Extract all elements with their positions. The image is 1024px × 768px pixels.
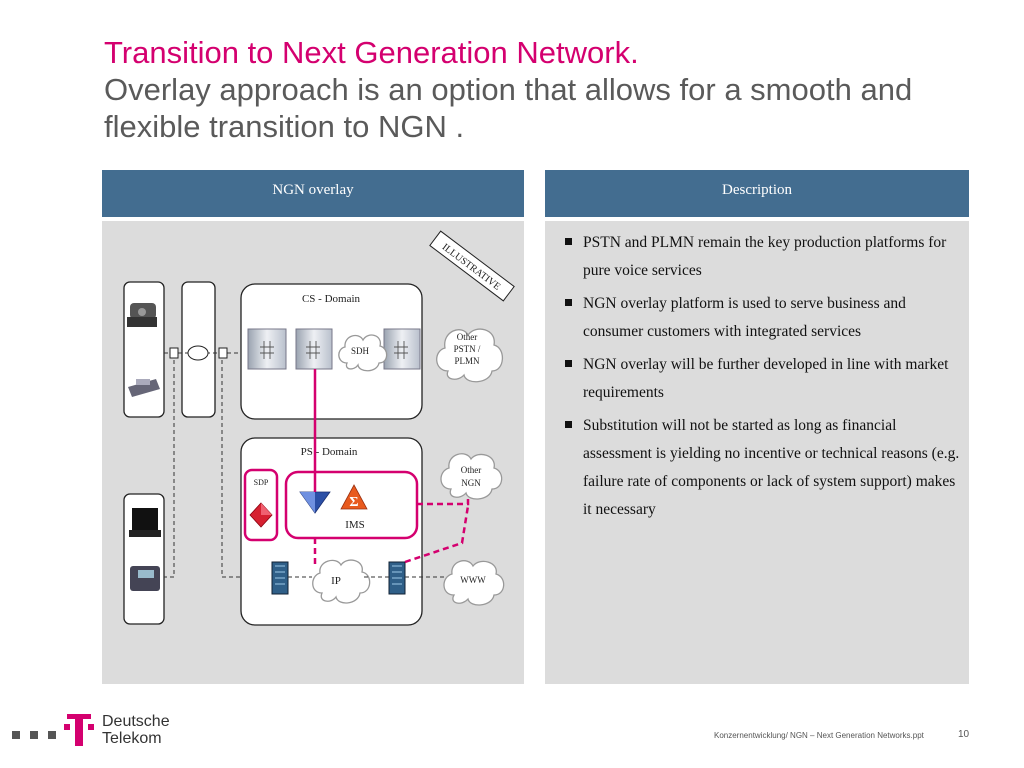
other-pstn-label-1: Other [457, 332, 478, 342]
illustrative-label: ILLUSTRATIVE [440, 242, 503, 293]
ngn-overlay-diagram: ILLUSTRATIVE CS - Domain [123, 230, 515, 626]
bullet-item: Substitution will not be started as long… [563, 412, 963, 524]
cs-switch-3 [383, 328, 421, 370]
brand-dots [12, 726, 66, 744]
ip-phone-icon [130, 566, 160, 591]
illustrative-stamp: ILLUSTRATIVE [429, 230, 515, 302]
title-line-1: Transition to Next Generation Network. [104, 35, 639, 70]
ims-label: IMS [345, 519, 365, 531]
svg-text:Σ: Σ [349, 495, 358, 510]
desk-phone-icon [128, 379, 160, 397]
sdh-label: SDH [351, 346, 370, 356]
footer-note: Konzernentwicklung/ NGN – Next Generatio… [714, 731, 924, 740]
access-connectors [169, 345, 228, 361]
legacy-terminal-box [123, 281, 165, 418]
brand-line-1: Deutsche [102, 713, 170, 730]
ps-domain-label: PS - Domain [301, 446, 358, 458]
other-ngn-label-2: NGN [461, 478, 481, 488]
computer-icon [129, 508, 161, 537]
telekom-t-logo [64, 714, 94, 746]
page-number: 10 [958, 729, 970, 740]
other-pstn-cloud-icon: Other PSTN / PLMN [436, 328, 504, 383]
router-left-icon [271, 561, 289, 595]
other-ngn-cloud-icon: Other NGN [440, 453, 503, 500]
description-header: Description [545, 170, 969, 217]
sdp-box [243, 468, 279, 542]
slide-title: Transition to Next Generation Network. O… [104, 34, 1004, 145]
brand-line-2: Telekom [102, 730, 162, 747]
legacy-phone-icon [127, 303, 157, 327]
cs-switch-1 [247, 328, 287, 370]
www-cloud-icon: WWW [443, 560, 505, 606]
router-right-icon [388, 561, 406, 595]
ims-ngn-link [417, 497, 470, 506]
bullet-item: PSTN and PLMN remain the key production … [563, 229, 963, 285]
other-pstn-label-2: PSTN / [454, 344, 481, 354]
ip-cloud-icon: IP [312, 559, 371, 604]
other-pstn-label-3: PLMN [454, 356, 480, 366]
bullet-item: NGN overlay will be further developed in… [563, 351, 963, 407]
title-line-2: Overlay approach is an option that allow… [104, 72, 913, 144]
description-panel [545, 221, 969, 684]
other-ngn-label-1: Other [461, 465, 482, 475]
ip-label: IP [331, 575, 341, 587]
bullet-item: NGN overlay platform is used to serve bu… [563, 290, 963, 346]
description-list: PSTN and PLMN remain the key production … [563, 229, 963, 529]
sdh-cloud-icon: SDH [338, 334, 388, 372]
ngn-overlay-header: NGN overlay [102, 170, 524, 217]
www-label: WWW [460, 575, 486, 585]
sdp-label: SDP [254, 478, 269, 487]
sdp-server-icon [249, 502, 273, 528]
cs-domain-label: CS - Domain [302, 293, 361, 305]
router-ngn-link [404, 505, 470, 564]
cs-switch-2 [295, 328, 333, 370]
ims-application-icon: Σ [340, 484, 368, 510]
brand-name: Deutsche Telekom [102, 713, 170, 747]
